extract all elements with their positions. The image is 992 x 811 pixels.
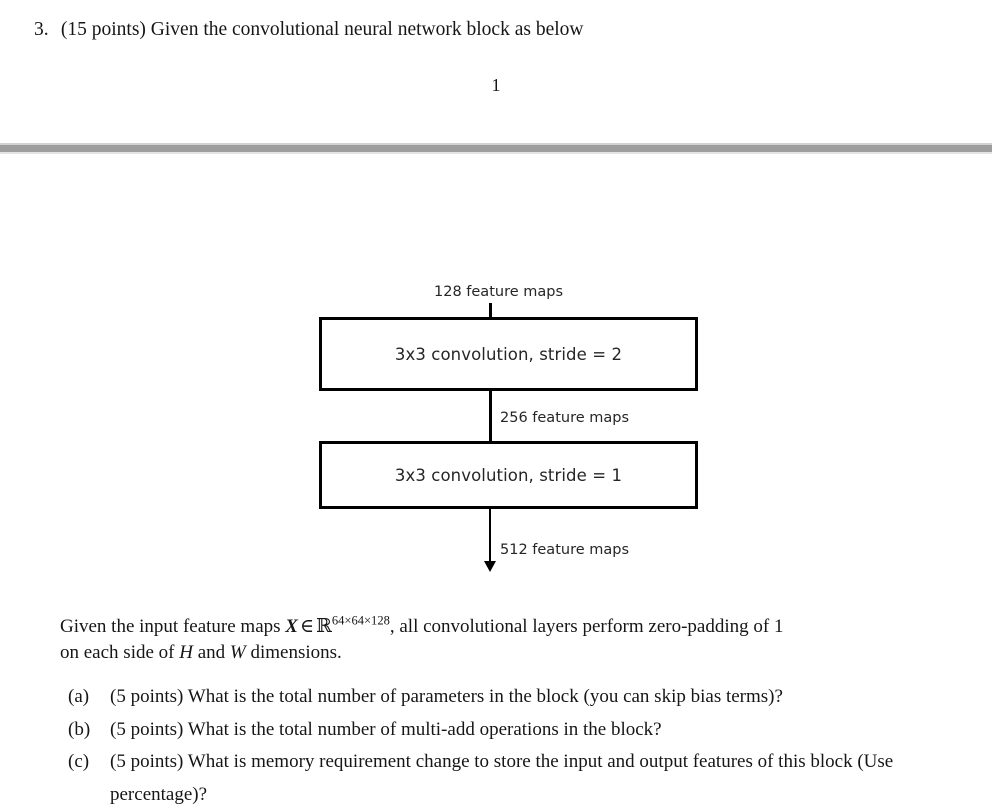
page-separator xyxy=(0,143,992,154)
separator-band xyxy=(0,145,992,152)
math-variable-w: W xyxy=(229,642,246,663)
question-points: (15 points) xyxy=(60,19,146,40)
subquestion-a-text: What is the total number of parameters i… xyxy=(187,686,783,707)
subquestion-a-points: (5 points) xyxy=(110,686,184,707)
math-element-of-symbol: ∈ xyxy=(299,616,315,637)
subquestion-c-body: (5 points) What is memory requirement ch… xyxy=(110,746,968,811)
question-number: 3. xyxy=(34,19,49,40)
problem-statement: Given the input feature maps X∈ℝ64×64×12… xyxy=(60,613,960,666)
math-variable-x: X xyxy=(285,616,298,637)
subquestion-c-text: What is memory requirement change to sto… xyxy=(110,751,894,805)
connector-input xyxy=(489,303,492,318)
math-tensor-shape: 64×64×128 xyxy=(331,613,390,628)
prose-after-shape: , all convolutional layers perform zero-… xyxy=(389,616,784,637)
math-variable-h: H xyxy=(179,642,193,663)
separator-edge-top xyxy=(0,143,992,145)
problem-statement-paragraph: Given the input feature maps X∈ℝ64×64×12… xyxy=(60,613,960,666)
subquestion-b-label: (b) xyxy=(68,718,91,740)
prose-line2-before: on each side of xyxy=(60,642,180,663)
subquestion-c: (c) (5 points) What is memory requiremen… xyxy=(68,746,968,811)
subquestion-a: (a) (5 points) What is the total number … xyxy=(68,681,968,714)
conv-block-1-label: 3x3 convolution, stride = 2 xyxy=(394,344,623,364)
subquestion-a-label: (a) xyxy=(68,686,90,707)
subquestion-list: (a) (5 points) What is the total number … xyxy=(68,681,968,811)
output-feature-maps-label: 512 feature maps xyxy=(500,542,630,558)
subquestion-b-text: What is the total number of multi-add op… xyxy=(187,718,662,740)
subquestion-a-body: (5 points) What is the total number of p… xyxy=(110,681,968,714)
page-number: 1 xyxy=(491,75,501,95)
math-real-set-symbol: ℝ xyxy=(316,615,332,637)
conv-block-2-label: 3x3 convolution, stride = 1 xyxy=(394,465,623,485)
separator-edge-bottom xyxy=(0,152,992,154)
prose-line2-after: dimensions. xyxy=(245,642,342,663)
connector-output xyxy=(489,508,491,565)
subquestion-b-body: (5 points) What is the total number of m… xyxy=(110,714,968,747)
input-feature-maps-label: 128 feature maps xyxy=(434,284,564,300)
connector-between-blocks xyxy=(489,390,492,442)
intermediate-feature-maps-label: 256 feature maps xyxy=(500,410,630,426)
subquestion-c-points: (5 points) xyxy=(110,751,184,772)
prose-line2-between: and xyxy=(192,642,230,663)
subquestion-b: (b) (5 points) What is the total number … xyxy=(68,714,968,747)
prose-lead-in: Given the input feature maps xyxy=(60,616,286,637)
conv-block-2: 3x3 convolution, stride = 1 xyxy=(319,441,698,509)
question-heading: 3. (15 points) Given the convolutional n… xyxy=(34,17,583,43)
arrow-down-icon xyxy=(484,561,496,572)
cnn-block-diagram: 128 feature maps 3x3 convolution, stride… xyxy=(0,160,992,600)
subquestion-c-label: (c) xyxy=(68,751,90,772)
question-prompt: Given the convolutional neural network b… xyxy=(150,19,584,40)
subquestion-b-points: (5 points) xyxy=(110,718,184,740)
conv-block-1: 3x3 convolution, stride = 2 xyxy=(319,317,698,391)
